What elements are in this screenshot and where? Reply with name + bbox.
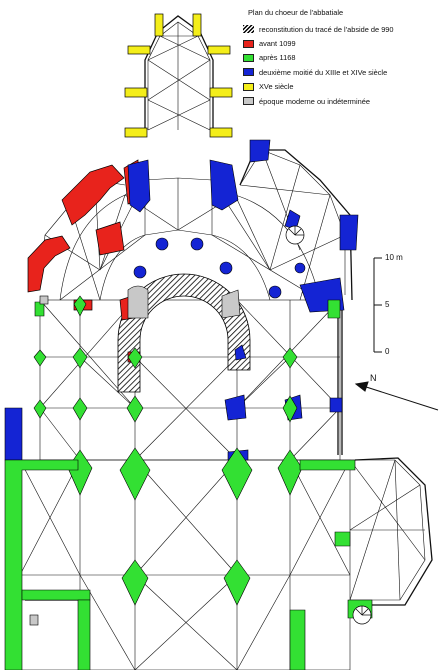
legend-title: Plan du choeur de l'abbatiale — [248, 8, 344, 17]
legend-swatch — [243, 97, 254, 106]
legend: Plan du choeur de l'abbatiale reconstitu… — [243, 8, 439, 108]
legend-item: époque moderne ou indéterminée — [243, 94, 439, 108]
north-label: N — [370, 373, 377, 383]
scale-label-5: 5 — [385, 300, 390, 309]
legend-swatch — [243, 68, 254, 77]
legend-label: deuxième moitié du XIIIe et XIVe siècle — [259, 67, 388, 77]
apse-990 — [117, 273, 251, 393]
legend-item: deuxième moitié du XIIIe et XIVe siècle — [243, 65, 439, 79]
legend-swatch — [243, 25, 254, 34]
phase-13th-14th-century — [4, 139, 359, 461]
legend-item: XVe siècle — [243, 80, 439, 94]
legend-label: XVe siècle — [259, 82, 294, 92]
legend-item: avant 1099 — [243, 36, 439, 50]
legend-swatch — [243, 82, 254, 91]
scale-label-0: 0 — [385, 347, 390, 356]
phase-15th-century — [124, 13, 233, 138]
phase-after-1168 — [4, 295, 373, 670]
walls — [19, 15, 433, 670]
legend-rows: reconstitution du tracé de l'abside de 9… — [243, 22, 439, 108]
phase-modern-undetermined — [29, 285, 241, 626]
legend-swatch — [243, 53, 254, 62]
legend-swatch — [243, 39, 254, 48]
legend-item: après 1168 — [243, 51, 439, 65]
scale-label-10: 10 m — [385, 253, 403, 262]
stair-turret-icon — [285, 225, 372, 625]
legend-item: reconstitution du tracé de l'abside de 9… — [243, 22, 439, 36]
north-arrow — [354, 381, 439, 411]
vault-ribs — [19, 21, 426, 670]
legend-label: avant 1099 — [259, 39, 296, 49]
legend-label: reconstitution du tracé de l'abside de 9… — [259, 24, 394, 34]
legend-label: après 1168 — [259, 53, 296, 63]
legend-label: époque moderne ou indéterminée — [259, 96, 370, 106]
scale-bar — [373, 257, 382, 353]
